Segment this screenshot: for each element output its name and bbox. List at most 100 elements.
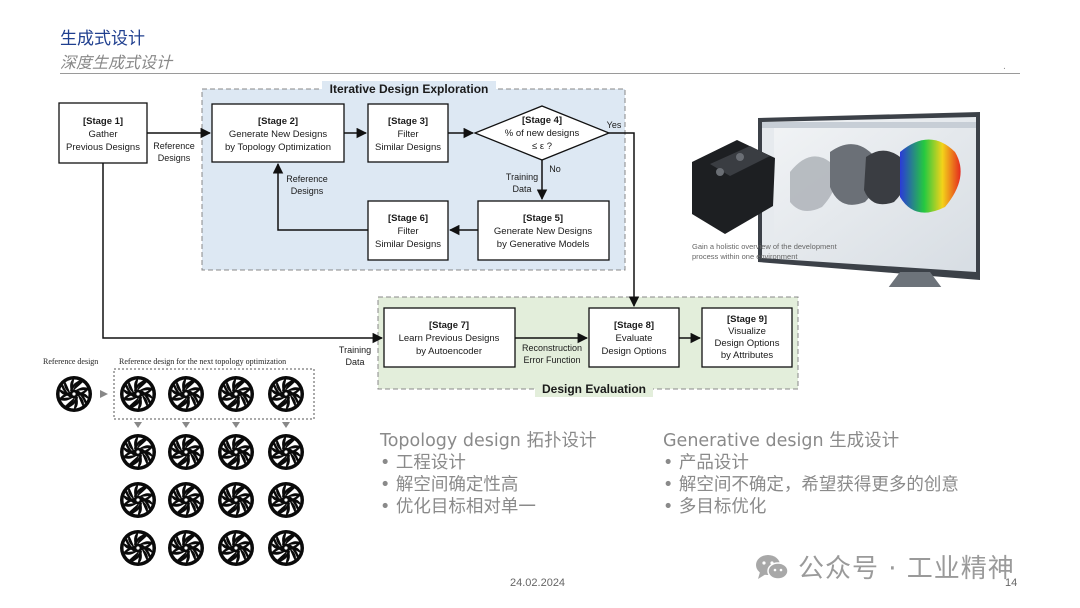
generative-design-block: Generative design 生成设计 产品设计 解空间不确定，希望获得更… [663,430,959,518]
wheel-top-1 [118,374,158,414]
stage-5-line2: by Generative Models [497,239,590,250]
label-reference-designs-2a: Reference [286,174,328,184]
header-dot: . [1003,62,1006,72]
stage-4-decision: [Stage 4] % of new designs ≤ ε ? [473,105,611,161]
watermark: 公众号 · 工业精神 [754,548,1015,585]
wheel-grid-1-4 [266,432,306,472]
wheel-grid-2-3 [216,480,256,520]
cad-caption: Gain a holistic overview of the developm… [692,242,882,262]
watermark-text: 公众号 · 工业精神 [798,554,1015,584]
monitor-stand [888,272,942,287]
wheel-grid-3-3 [216,528,256,568]
stage-4-line2: ≤ ε ? [532,141,552,152]
stage-3-box: [Stage 3] Filter Similar Designs [367,103,449,163]
generative-item: 多目标优化 [663,496,959,518]
page-subtitle: 深度生成式设计 [60,53,173,72]
flow-arrows [102,127,702,344]
stage-8-line2: Design Options [602,346,667,357]
wheel-grid-1-1 [118,432,158,472]
cad-caption-line1: Gain a holistic overview of the developm… [692,242,837,251]
stress-heatmap-part [900,139,961,213]
label-reference-designs-2b: Designs [291,186,324,196]
stage-4-title: [Stage 4] [522,115,562,126]
stage-1-box: [Stage 1] Gather Previous Designs [58,102,148,164]
stage-7-line2: by Autoencoder [416,346,482,357]
footer-date: 24.02.2024 [510,577,566,589]
label-reference-designs-a: Reference [153,141,195,151]
topology-heading: Topology design 拓扑设计 [380,431,597,451]
wheel-grid-1-3 [216,432,256,472]
stage-8-box: [Stage 8] Evaluate Design Options [588,307,680,368]
stage-6-box: [Stage 6] Filter Similar Designs [367,200,449,261]
wheel-top-3 [216,374,256,414]
arrow-s1-s7 [102,163,384,344]
wechat-icon [756,554,789,580]
stage-7-line1: Learn Previous Designs [399,333,500,344]
page-title: 生成式设计 [60,29,145,49]
iterative-title: Iterative Design Exploration [330,82,489,96]
generative-heading: Generative design 生成设计 [663,431,900,451]
label-training-data-a: Training [506,172,538,182]
stage-1-line1: Gather [88,129,117,140]
cad-software-image [692,112,980,287]
label-no: No [549,164,561,174]
label-reconstruction: Reconstruction [522,343,582,353]
stage-6-line1: Filter [397,226,418,237]
stage-8-title: [Stage 8] [614,320,654,331]
label-reference-designs-b: Designs [158,153,191,163]
wheel-top-2 [166,374,206,414]
label-error-function: Error Function [523,355,580,365]
reference-design-label: Reference design [43,357,98,366]
stage-4-line1: % of new designs [505,128,580,139]
label-yes: Yes [607,120,622,130]
label-training-data-b: Data [512,184,531,194]
evaluation-title-bg [535,381,653,397]
wheel-grid-2-4 [266,480,306,520]
down-arrow-icons [134,422,290,428]
stage-2-box: [Stage 2] Generate New Designs by Topolo… [211,103,345,163]
wheel-top-4 [266,374,306,414]
label-training-data-2b: Data [345,357,364,367]
page-number: 14 [1005,577,1018,589]
stage-1-line2: Previous Designs [66,142,140,153]
wheel-grid-3-2 [166,528,206,568]
stage-7-title: [Stage 7] [429,320,469,331]
label-training-data-2a: Training [339,345,371,355]
next-reference-dashed-box [113,368,315,420]
evaluation-title: Design Evaluation [542,382,646,396]
header-divider [60,73,1020,74]
design-flow-diagram: Iterative Design Exploration Design Eval… [58,81,799,397]
wheel-grid-3-1 [118,528,158,568]
generative-item: 解空间不确定，希望获得更多的创意 [663,474,959,496]
wheel-grid-2-1 [118,480,158,520]
stage-3-line2: Similar Designs [375,142,441,153]
stage-9-title: [Stage 9] [727,314,767,325]
arrow-right-icon [100,390,108,398]
stage-2-title: [Stage 2] [258,116,298,127]
topology-design-block: Topology design 拓扑设计 工程设计 解空间确定性高 优化目标相对… [380,430,596,518]
stage-9-line2: Design Options [715,338,780,349]
stage-5-title: [Stage 5] [523,213,563,224]
stage-3-line1: Filter [397,129,418,140]
stage-6-line2: Similar Designs [375,239,441,250]
stage-9-line1: Visualize [728,326,766,337]
gray-parts-illustration [790,144,909,211]
stage-6-title: [Stage 6] [388,213,428,224]
wheel-grid-3-4 [266,528,306,568]
stage-8-line1: Evaluate [616,333,653,344]
next-reference-label: Reference design for the next topology o… [119,357,286,366]
wheel-designs-panel: Reference design Reference design for th… [43,357,315,568]
stage-3-title: [Stage 3] [388,116,428,127]
wheel-grid-2-2 [166,480,206,520]
cad-caption-line2: process within one environment [692,252,798,261]
generative-item: 产品设计 [663,452,959,474]
stage-7-box: [Stage 7] Learn Previous Designs by Auto… [383,307,516,368]
arrow-s6-s2 [272,162,368,231]
topology-item: 解空间确定性高 [380,474,596,496]
stage-2-line2: by Topology Optimization [225,142,331,153]
stage-2-line1: Generate New Designs [229,129,327,140]
iterative-title-bg [322,81,496,97]
wheel-grid-1-2 [166,432,206,472]
stage-9-box: [Stage 9] Visualize Design Options by At… [701,307,793,368]
stage-1-title: [Stage 1] [83,116,123,127]
